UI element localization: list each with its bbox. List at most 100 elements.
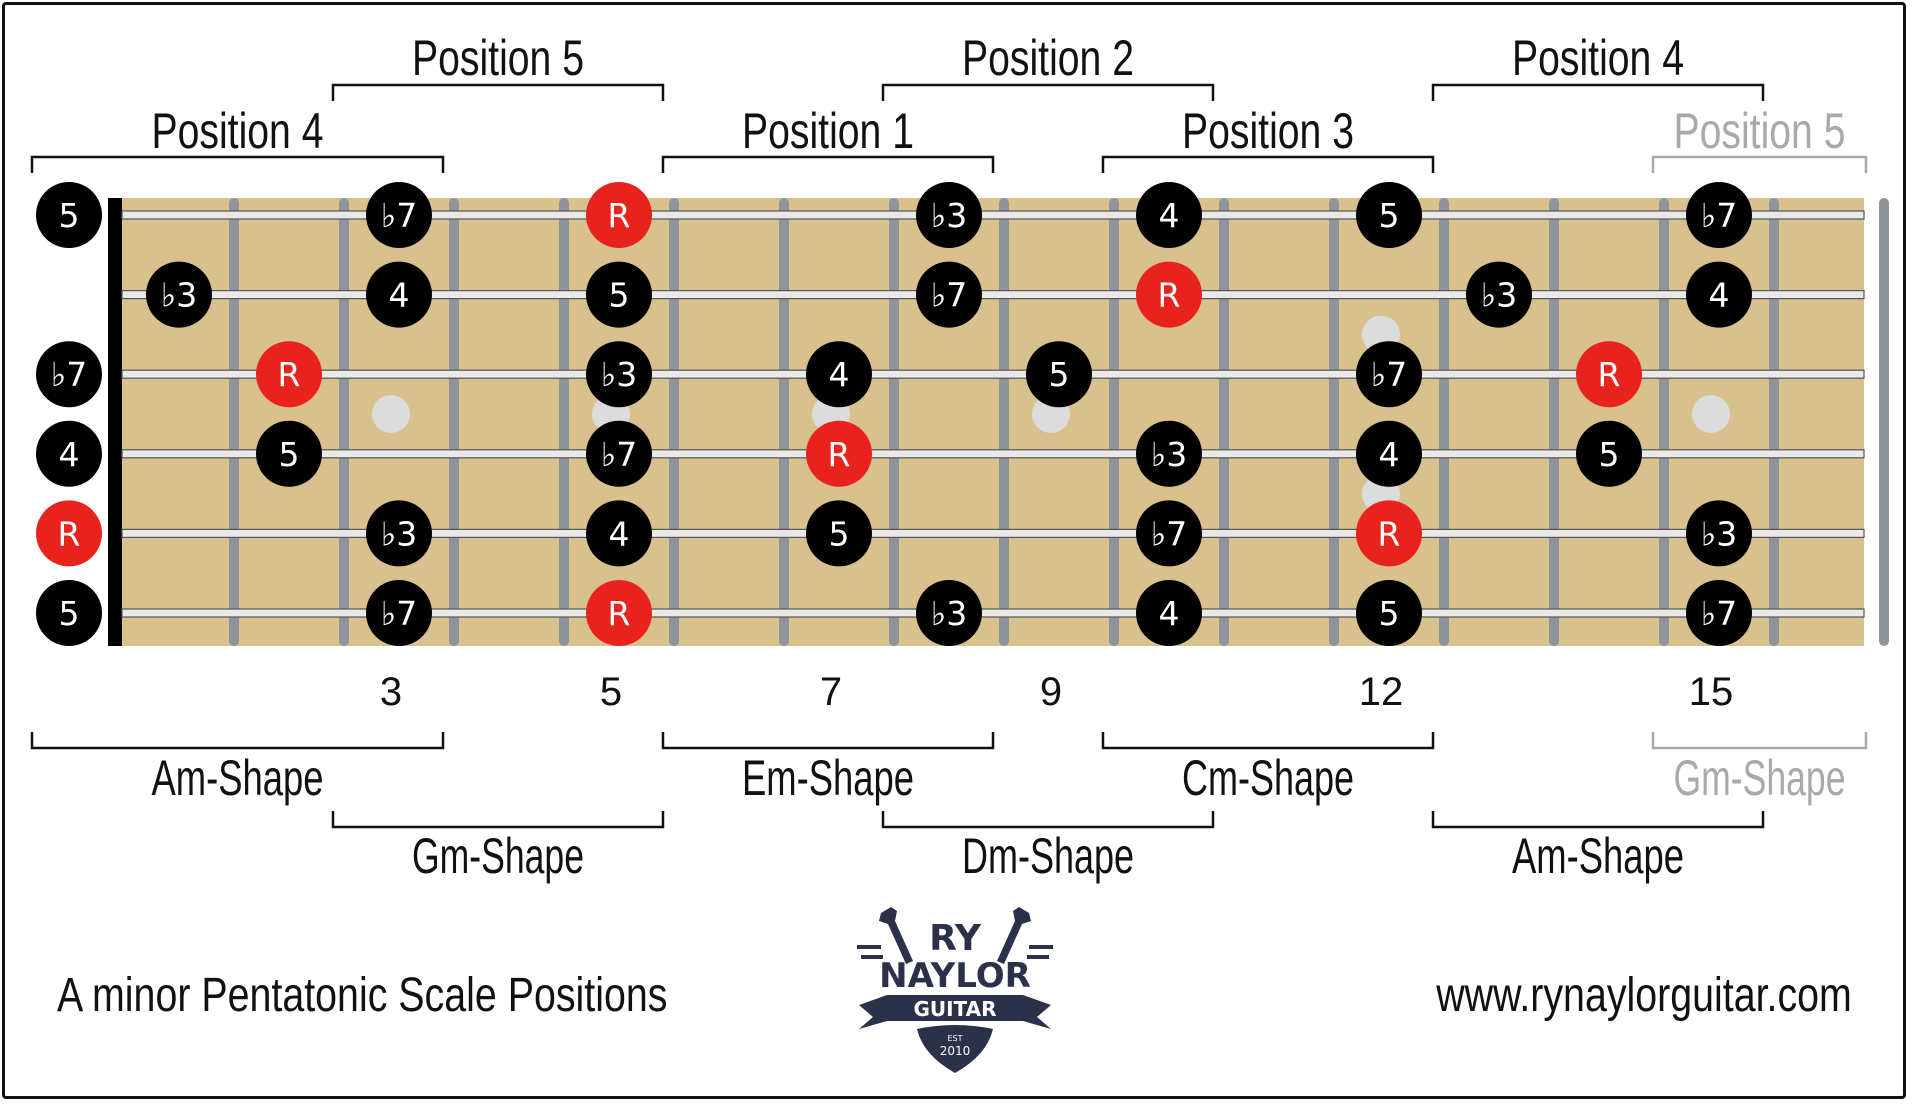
scale-note: ♭3: [1686, 500, 1752, 567]
fret-wire: [1439, 198, 1449, 646]
note-label: ♭7: [931, 276, 968, 315]
note-label: R: [1378, 514, 1401, 553]
scale-note: 4: [586, 500, 652, 567]
shape-label: Dm-Shape: [962, 828, 1134, 884]
guitar-pick-icon: [917, 1025, 993, 1073]
scale-note: 5: [1576, 420, 1642, 487]
position-label: Position 4: [1512, 30, 1684, 86]
root-note: R: [36, 500, 102, 567]
scale-note: 4: [1136, 580, 1202, 646]
scale-note: 5: [806, 500, 872, 567]
note-label: ♭7: [1701, 196, 1738, 235]
note-label: R: [828, 435, 851, 474]
note-label: 4: [1159, 594, 1180, 633]
scale-note: 4: [806, 341, 872, 408]
shape-bracket: Am-Shape: [30, 732, 445, 806]
headstock-right-icon: [997, 907, 1031, 964]
scale-note: ♭3: [1466, 261, 1532, 328]
logo-line-guitar: GUITAR: [913, 997, 996, 1021]
fret-wire: [889, 198, 899, 646]
position-label: Position 5: [412, 30, 584, 86]
position-bracket: Position 4: [30, 103, 445, 173]
scale-note: ♭7: [916, 261, 982, 328]
note-label: ♭7: [601, 435, 638, 474]
scale-note: 4: [36, 420, 102, 487]
fret-number-marker: 3: [380, 670, 402, 714]
fret-wire: [1219, 198, 1229, 646]
note-label: R: [58, 514, 81, 553]
guitar-string: [121, 449, 1865, 459]
diagram-title: A minor Pentatonic Scale Positions: [57, 969, 668, 1022]
fret-wire: [339, 198, 349, 646]
note-label: 4: [389, 276, 410, 315]
note-label: ♭7: [381, 594, 418, 633]
shape-label: Gm-Shape: [412, 828, 584, 884]
note-label: 5: [1379, 196, 1400, 235]
note-label: 4: [829, 355, 850, 394]
scale-note: 4: [1686, 261, 1752, 328]
fret-wire: [1549, 198, 1559, 646]
note-label: ♭3: [1151, 435, 1188, 474]
scale-note: ♭7: [366, 182, 432, 248]
fret-wire: [779, 198, 789, 646]
website-url[interactable]: www.rynaylorguitar.com: [1436, 969, 1852, 1022]
position-bracket: Position 2: [881, 30, 1215, 101]
scale-note: 5: [36, 182, 102, 248]
root-note: R: [256, 341, 322, 408]
note-label: 5: [59, 594, 80, 633]
position-bracket: Position 1: [661, 103, 995, 173]
nut: [108, 198, 122, 646]
shape-label: Gm-Shape: [1674, 750, 1846, 806]
note-label: ♭7: [381, 196, 418, 235]
fret-number-marker: 7: [820, 670, 842, 714]
root-note: R: [1356, 500, 1422, 567]
root-note: R: [1576, 341, 1642, 408]
note-label: 4: [59, 435, 80, 474]
fret-wire: [449, 198, 459, 646]
note-label: ♭3: [601, 355, 638, 394]
position-label: Position 4: [152, 103, 324, 159]
scale-note: ♭7: [1136, 500, 1202, 567]
scale-note: 4: [1136, 182, 1202, 248]
guitar-string: [121, 290, 1865, 300]
guitar-string: [121, 528, 1865, 539]
guitar-string: [121, 210, 1865, 220]
scale-note: 4: [1356, 420, 1422, 487]
scale-note: 4: [366, 261, 432, 328]
fret-number-marker: 12: [1359, 670, 1404, 714]
shape-bracket: Gm-Shape: [1651, 732, 1868, 806]
position-label: Position 1: [742, 103, 914, 159]
position-label: Position 2: [962, 30, 1134, 86]
note-label: 4: [1159, 196, 1180, 235]
guitar-string: [121, 608, 1865, 618]
note-label: ♭7: [1701, 594, 1738, 633]
note-label: 5: [59, 196, 80, 235]
shape-bracket: Em-Shape: [661, 732, 995, 806]
position-bracket: Position 3: [1101, 103, 1435, 173]
note-label: 5: [1049, 355, 1070, 394]
note-label: ♭3: [931, 196, 968, 235]
root-note: R: [1136, 261, 1202, 328]
scale-note: 5: [256, 420, 322, 487]
note-label: 4: [1709, 276, 1730, 315]
shape-bracket: Gm-Shape: [331, 811, 665, 884]
root-note: R: [586, 580, 652, 646]
note-label: R: [1158, 276, 1181, 315]
fret-inlay: [1692, 395, 1730, 433]
ry-naylor-guitar-logo: RY NAYLOR GUITAR EST 2010: [857, 907, 1053, 1073]
fret-inlay: [372, 395, 410, 433]
fret-wire: [1879, 198, 1889, 646]
fret-wire: [1329, 198, 1339, 646]
fret-wire: [1109, 198, 1119, 646]
position-label: Position 5: [1674, 103, 1846, 159]
note-label: ♭3: [931, 594, 968, 633]
shape-label: Am-Shape: [152, 750, 324, 806]
fret-number-marker: 5: [600, 670, 622, 714]
note-label: 4: [1379, 435, 1400, 474]
scale-note: ♭7: [1686, 580, 1752, 646]
logo-line-naylor: NAYLOR: [879, 956, 1031, 996]
note-label: ♭3: [161, 276, 198, 315]
position-label: Position 3: [1182, 103, 1354, 159]
note-label: 5: [1599, 435, 1620, 474]
fret-wire: [559, 198, 569, 646]
